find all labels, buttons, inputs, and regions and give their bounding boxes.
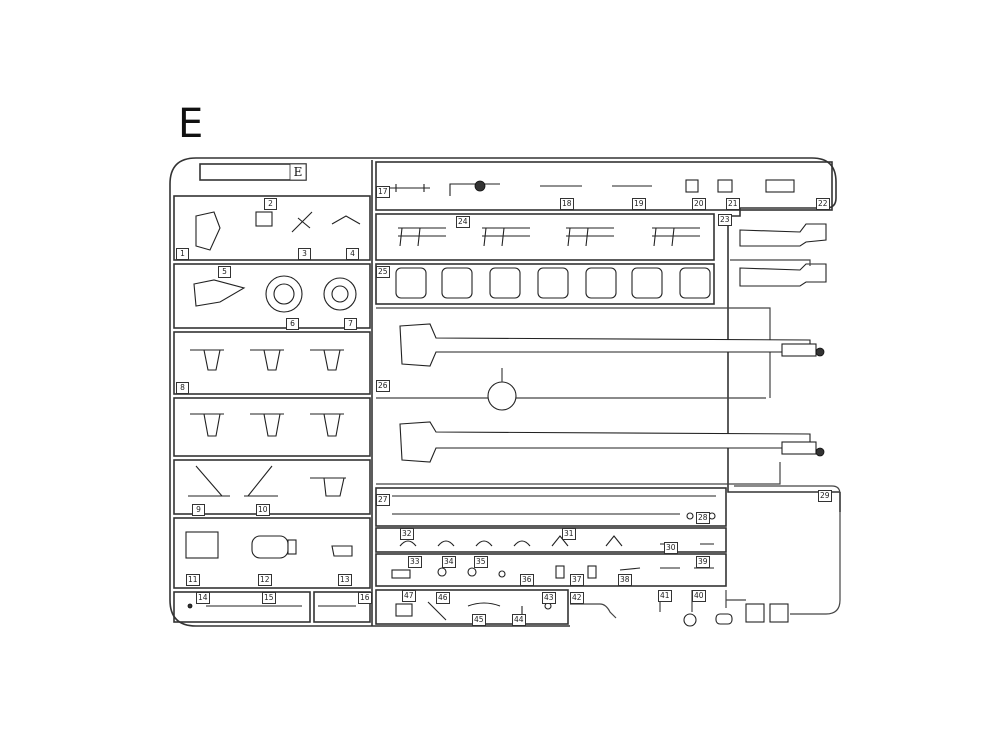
part-number-13: 13 — [338, 574, 352, 586]
part-number-44: 44 — [512, 614, 526, 626]
part-number-29: 29 — [818, 490, 832, 502]
parts-8-rows — [190, 349, 344, 437]
part-number-2: 2 — [264, 198, 277, 210]
runner-26b — [376, 462, 781, 485]
part-number-24: 24 — [456, 216, 470, 228]
box-part-24 — [375, 213, 715, 261]
part-number-20: 20 — [692, 198, 706, 210]
part-number-41: 41 — [658, 590, 672, 602]
box-parts-5-7 — [173, 263, 371, 329]
part-number-12: 12 — [258, 574, 272, 586]
box-parts-14-15 — [173, 591, 311, 623]
part-number-26: 26 — [376, 380, 390, 392]
part-number-11: 11 — [186, 574, 200, 586]
part-number-9: 9 — [192, 504, 205, 516]
box-parts-17-22 — [375, 161, 833, 211]
part-number-30: 30 — [664, 542, 678, 554]
part-number-36: 36 — [520, 574, 534, 586]
box-parts-27-28 — [375, 487, 727, 527]
parts-40-42 — [570, 485, 841, 627]
part-number-5: 5 — [218, 266, 231, 278]
chassis-rail-lower — [399, 421, 825, 463]
parts-25-row — [395, 267, 711, 299]
part-number-31: 31 — [562, 528, 576, 540]
part-23-upper — [739, 223, 827, 247]
part-number-35: 35 — [474, 556, 488, 568]
parts-14-16 — [187, 603, 356, 609]
part-number-40: 40 — [692, 590, 706, 602]
runner-26 — [376, 307, 771, 399]
part-number-27: 27 — [376, 494, 390, 506]
parts-5-7 — [193, 275, 357, 313]
box-parts-33-39 — [375, 553, 727, 587]
part-number-23: 23 — [718, 214, 732, 226]
part-number-39: 39 — [696, 556, 710, 568]
part-number-38: 38 — [618, 574, 632, 586]
parts-33-39 — [391, 565, 714, 579]
sprue-letter-heading: E — [178, 101, 204, 147]
part-number-3: 3 — [298, 248, 311, 260]
part-number-43: 43 — [542, 592, 556, 604]
parts-11-13 — [185, 531, 353, 559]
part-number-1: 1 — [176, 248, 189, 260]
box-parts-1-4 — [173, 195, 371, 261]
part-number-42: 42 — [570, 592, 584, 604]
sprue-tag-letter-box — [289, 163, 307, 181]
part-number-4: 4 — [346, 248, 359, 260]
part-number-8: 8 — [176, 382, 189, 394]
part-number-28: 28 — [696, 512, 710, 524]
part-number-15: 15 — [262, 592, 276, 604]
part-number-22: 22 — [816, 198, 830, 210]
part-number-18: 18 — [560, 198, 574, 210]
parts-43-47 — [395, 601, 552, 621]
part-number-14: 14 — [196, 592, 210, 604]
part-number-46: 46 — [436, 592, 450, 604]
part-number-7: 7 — [344, 318, 357, 330]
part-number-19: 19 — [632, 198, 646, 210]
parts-24-row — [398, 227, 700, 247]
sprue-gate-circle — [487, 381, 517, 411]
part-number-16: 16 — [358, 592, 372, 604]
part-number-17: 17 — [376, 186, 390, 198]
box-parts-30-32 — [375, 527, 727, 553]
part-23-lower — [739, 263, 827, 287]
part-number-33: 33 — [408, 556, 422, 568]
parts-9-10 — [188, 465, 346, 497]
runner-23 — [730, 259, 811, 266]
chassis-rail-upper — [399, 323, 825, 367]
box-part-8 — [173, 331, 371, 395]
sprue-tag-letter: E — [293, 165, 303, 179]
parts-17-22-row — [390, 179, 795, 196]
part-number-32: 32 — [400, 528, 414, 540]
part-number-21: 21 — [726, 198, 740, 210]
part-number-45: 45 — [472, 614, 486, 626]
part-number-47: 47 — [402, 590, 416, 602]
parts-1-4 — [195, 211, 361, 251]
part-number-10: 10 — [256, 504, 270, 516]
part-number-6: 6 — [286, 318, 299, 330]
part-number-37: 37 — [570, 574, 584, 586]
part-number-34: 34 — [442, 556, 456, 568]
box-part-16 — [313, 591, 371, 623]
parts-27-28 — [392, 495, 716, 520]
sprue-outer-frame — [169, 157, 841, 627]
box-part-8b — [173, 397, 371, 457]
box-parts-11-13 — [173, 517, 371, 589]
part-number-25: 25 — [376, 266, 390, 278]
box-parts-9-10 — [173, 459, 371, 515]
box-part-25 — [375, 263, 715, 305]
